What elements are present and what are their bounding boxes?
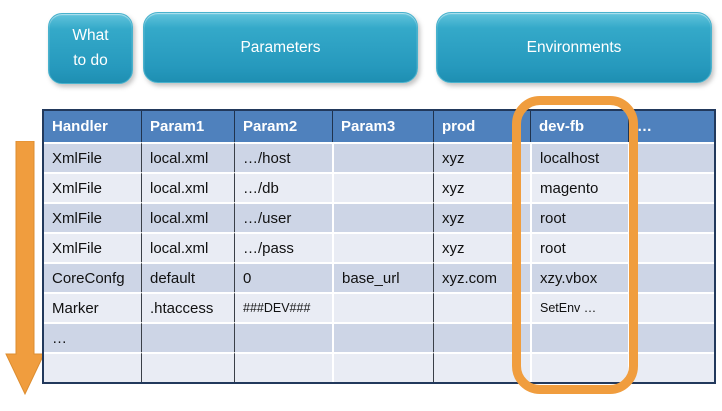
table-cell: default: [141, 262, 234, 292]
table-cell: local.xml: [141, 202, 234, 232]
header-cell-prod: prod: [433, 111, 530, 142]
table-cell: CoreConfg: [44, 262, 141, 292]
table-cell: [433, 352, 530, 382]
environments-button[interactable]: Environments: [436, 12, 712, 83]
table-cell: [433, 322, 530, 352]
table-cell: xyz: [433, 142, 530, 172]
table-cell: root: [530, 202, 628, 232]
table-cell: xyz.com: [433, 262, 530, 292]
table-cell: ###DEV###: [234, 292, 332, 322]
table-cell: [433, 292, 530, 322]
what-to-do-label: What to do: [72, 27, 109, 69]
table-cell: Marker: [44, 292, 141, 322]
table-cell: .htaccess: [141, 292, 234, 322]
table-cell: [628, 142, 714, 172]
table-cell: xzy.vbox: [530, 262, 628, 292]
table-cell: [332, 202, 433, 232]
table-cell: …/host: [234, 142, 332, 172]
table-cell: xyz: [433, 232, 530, 262]
table-cell: [530, 352, 628, 382]
table-cell: [332, 352, 433, 382]
table-cell: local.xml: [141, 232, 234, 262]
table-cell: [234, 322, 332, 352]
table-cell: base_url: [332, 262, 433, 292]
table-cell: [44, 352, 141, 382]
table-cell: …/pass: [234, 232, 332, 262]
table-cell: localhost: [530, 142, 628, 172]
header-cell-param2: Param2: [234, 111, 332, 142]
table-cell: magento: [530, 172, 628, 202]
table-cell: [628, 232, 714, 262]
parameters-label: Parameters: [240, 38, 321, 56]
parameters-button[interactable]: Parameters: [143, 12, 418, 83]
table-cell: XmlFile: [44, 232, 141, 262]
table-cell: 0: [234, 262, 332, 292]
table-cell: [332, 232, 433, 262]
what-to-do-button[interactable]: What to do: [48, 13, 133, 84]
table-cell: [332, 292, 433, 322]
table-cell: …: [44, 322, 141, 352]
table-cell: [628, 262, 714, 292]
table-cell: xyz: [433, 172, 530, 202]
table-cell: local.xml: [141, 172, 234, 202]
table-cell: xyz: [433, 202, 530, 232]
table-cell: [530, 322, 628, 352]
table-cell: [628, 352, 714, 382]
table-cell: [332, 172, 433, 202]
table-cell: [141, 352, 234, 382]
table-cell: [628, 292, 714, 322]
table-cell: [234, 352, 332, 382]
header-cell-param1: Param1: [141, 111, 234, 142]
config-table: Handler Param1 Param2 Param3 prod dev-fb…: [42, 109, 716, 384]
table-cell: [141, 322, 234, 352]
table-cell: [628, 322, 714, 352]
table-cell: …/db: [234, 172, 332, 202]
header-cell-param3: Param3: [332, 111, 433, 142]
table-cell: local.xml: [141, 142, 234, 172]
table-cell: [628, 202, 714, 232]
table-cell: SetEnv …: [530, 292, 628, 322]
table-cell: XmlFile: [44, 142, 141, 172]
table-cell: …/user: [234, 202, 332, 232]
header-cell-dev-fb: dev-fb: [530, 111, 628, 142]
table-cell: [332, 322, 433, 352]
table-cell: XmlFile: [44, 202, 141, 232]
table-cell: [628, 172, 714, 202]
environments-label: Environments: [526, 38, 622, 56]
table-cell: root: [530, 232, 628, 262]
table-cell: XmlFile: [44, 172, 141, 202]
header-cell-handler: Handler: [44, 111, 141, 142]
header-cell-more: …: [628, 111, 714, 142]
table-cell: [332, 142, 433, 172]
